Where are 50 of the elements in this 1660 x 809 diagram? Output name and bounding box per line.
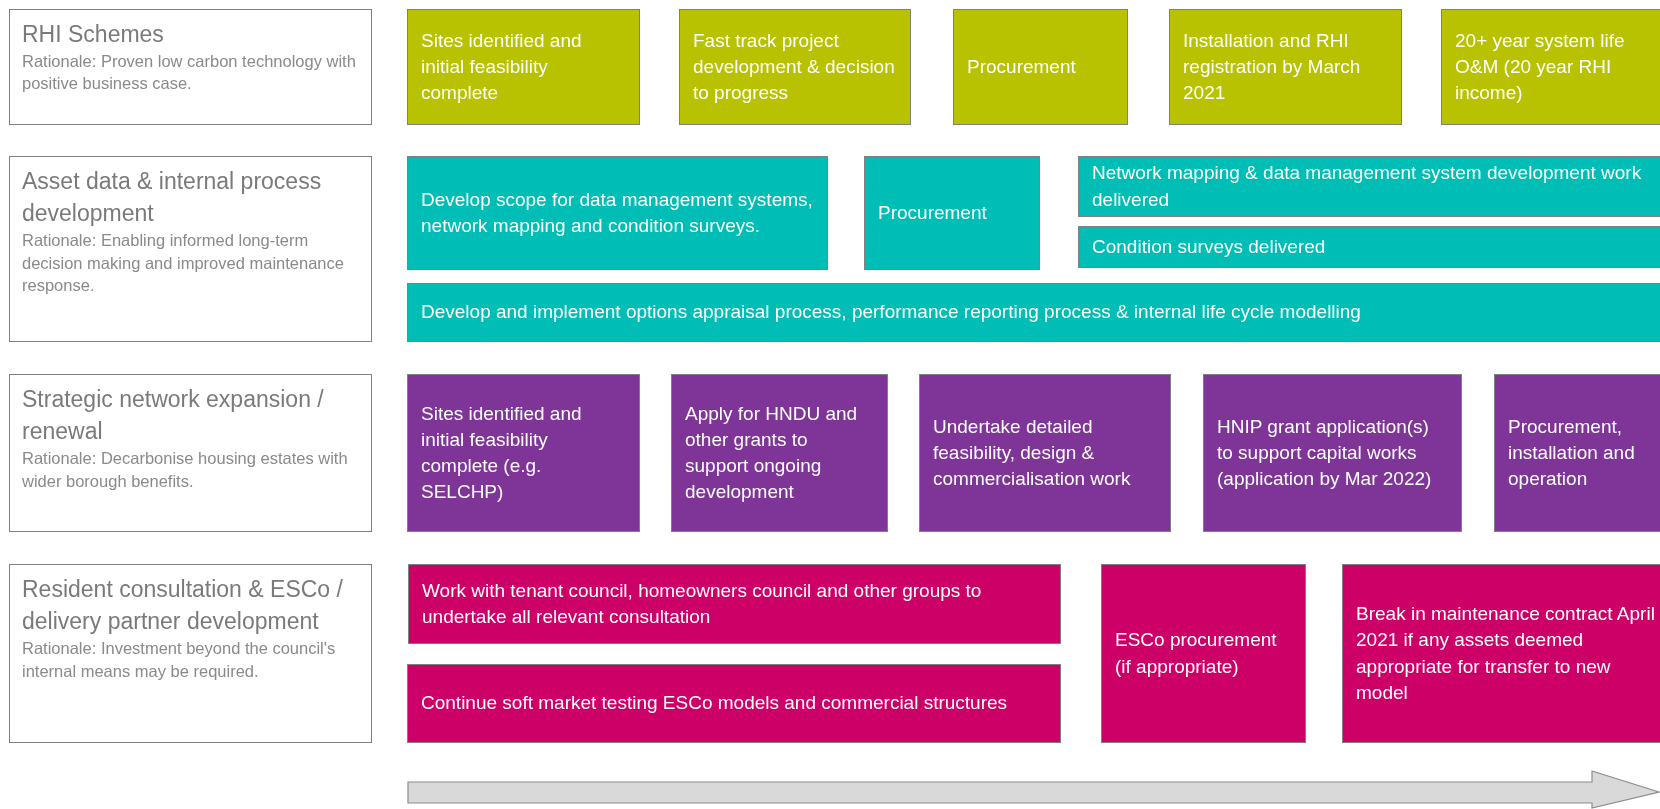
task-box <box>679 9 911 125</box>
task-box <box>407 283 1660 342</box>
task-text: ESCo procurement (if appropriate) <box>1115 628 1278 679</box>
task-box <box>1203 374 1462 532</box>
task-box <box>408 564 1061 644</box>
task-text: Work with tenant council, homeowners council and other groups to undertake all relevant consultation <box>422 578 983 629</box>
task-box <box>407 664 1061 743</box>
task-box <box>407 9 640 125</box>
task-box <box>1101 564 1306 743</box>
task-text: 20+ year system life O&M (20 year RHI income) <box>1455 28 1626 106</box>
row-header-box <box>9 374 372 532</box>
task-box <box>919 374 1171 532</box>
task-box <box>671 374 888 532</box>
task-text: Develop scope for data management systems, network mapping and condition surveys. <box>421 187 814 238</box>
row-heading: RHI Schemes <box>22 20 164 49</box>
task-text: Condition surveys delivered <box>1092 234 1326 259</box>
task-text: Break in maintenance contract April 2021 if any assets deemed appropriate for transfer to new model <box>1356 602 1656 705</box>
row-header-box <box>9 564 372 743</box>
task-text: Procurement, installation and operation <box>1508 414 1636 492</box>
row-heading: Strategic network expansion / renewal <box>22 385 325 447</box>
rationale-text: Rationale: Investment beyond the council's internal means may be required. <box>22 638 337 682</box>
row-heading: Asset data & internal process development <box>22 167 323 229</box>
rationale-text: Rationale: Enabling informed long-term decision making and improved maintenance response. <box>22 230 345 296</box>
task-text: Fast track project development & decision to progress <box>693 28 896 106</box>
task-text: Procurement <box>878 200 987 225</box>
task-box <box>1342 564 1660 743</box>
task-text: Apply for HNDU and other grants to support ongoing development <box>685 401 859 505</box>
task-box <box>1078 226 1660 268</box>
row-heading: Resident consultation & ESCo / delivery partner development <box>22 575 344 637</box>
task-text: Sites identified and initial feasibility complete <box>421 28 583 106</box>
task-text: Installation and RHI registration by March 2021 <box>1183 28 1362 106</box>
task-text: Procurement <box>967 54 1076 79</box>
task-box <box>407 156 828 270</box>
rationale-text: Rationale: Decarbonise housing estates with wider borough benefits. <box>22 448 349 492</box>
task-box <box>407 374 640 532</box>
task-text: Continue soft market testing ESCo models and commercial structures <box>421 691 1008 716</box>
task-text: HNIP grant application(s) to support capital works (application by Mar 2022) <box>1217 414 1433 492</box>
task-text: Sites identified and initial feasibility complete (e.g. SELCHP) <box>421 401 583 505</box>
task-box <box>1494 374 1660 532</box>
task-box <box>953 9 1128 125</box>
task-box <box>1078 156 1660 217</box>
task-box <box>864 156 1040 270</box>
task-text: Develop and implement options appraisal process, performance reporting process & internal life cycle modelling <box>421 300 1361 325</box>
rationale-text: Rationale: Proven low carbon technology with positive business case. <box>22 51 357 95</box>
task-text: Undertake detailed feasibility, design & commercialisation work <box>933 414 1132 492</box>
task-box <box>1169 9 1402 125</box>
row-header-box <box>9 9 372 125</box>
task-box <box>1441 9 1660 125</box>
task-text: Network mapping & data management system development work delivered <box>1092 161 1643 212</box>
row-header-box <box>9 156 372 342</box>
